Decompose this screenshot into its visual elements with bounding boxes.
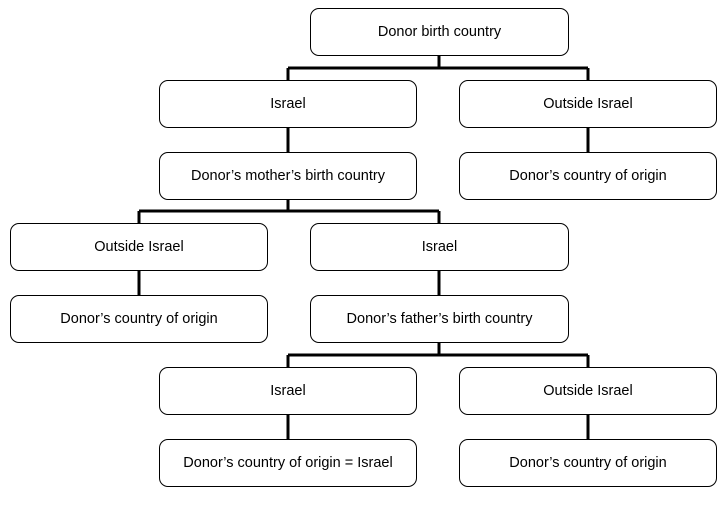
node-mother-israel: Israel [310,223,569,271]
node-father-outside-israel: Outside Israel [459,367,717,415]
node-father-birth-country: Donor’s father’s birth country [310,295,569,343]
node-country-of-origin-1: Donor’s country of origin [459,152,717,200]
node-israel: Israel [159,80,417,128]
node-country-of-origin-2: Donor’s country of origin [10,295,268,343]
node-mother-birth-country: Donor’s mother’s birth country [159,152,417,200]
node-mother-outside-israel: Outside Israel [10,223,268,271]
node-outside-israel: Outside Israel [459,80,717,128]
node-country-of-origin-israel: Donor’s country of origin = Israel [159,439,417,487]
node-father-israel: Israel [159,367,417,415]
node-country-of-origin-4: Donor’s country of origin [459,439,717,487]
node-donor-birth-country: Donor birth country [310,8,569,56]
